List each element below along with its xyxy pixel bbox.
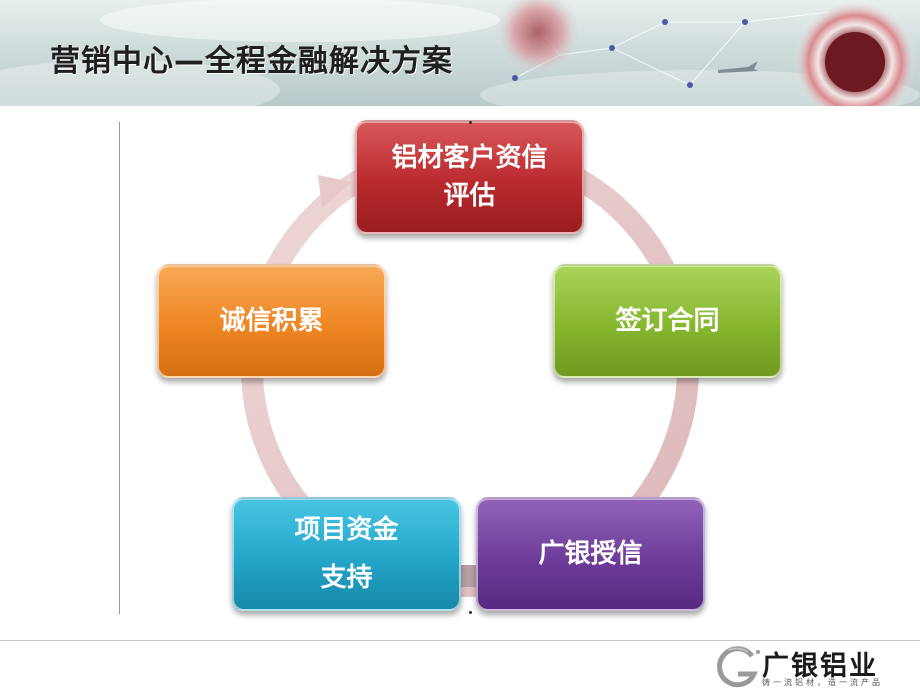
step-box-bank-credit: 广银授信: [476, 497, 705, 611]
step-box-credit-assessment: 铝材客户资信 评估: [355, 120, 584, 234]
marker-dot: [469, 611, 472, 614]
step-box-sign-contract: 签订合同: [553, 264, 782, 378]
page-title: 营销中心—全程金融解决方案: [50, 44, 453, 79]
step-text: 铝材客户资信: [391, 143, 548, 173]
company-name: 广银铝业: [762, 651, 878, 682]
header-banner: 营销中心—全程金融解决方案: [0, 0, 920, 106]
step-text: 评估: [443, 181, 496, 211]
connector: [458, 565, 478, 587]
company-slogan: 铸一流铝材，造一流产品: [762, 678, 883, 687]
arrow-head: [318, 175, 352, 208]
step-text: 签订合同: [615, 306, 720, 336]
banner-decoration: [0, 0, 920, 106]
marker-dot: [469, 121, 472, 124]
step-box-integrity: 诚信积累: [157, 264, 386, 378]
footer-divider: [0, 640, 920, 641]
step-text: 广银授信: [538, 539, 643, 569]
vertical-divider: [119, 122, 120, 614]
company-logo-icon: [717, 646, 760, 688]
step-text: 项目资金: [294, 515, 399, 545]
step-text: 诚信积累: [219, 306, 324, 336]
step-box-project-funding: 项目资金 支持: [232, 497, 461, 611]
step-text: 支持: [320, 563, 373, 593]
